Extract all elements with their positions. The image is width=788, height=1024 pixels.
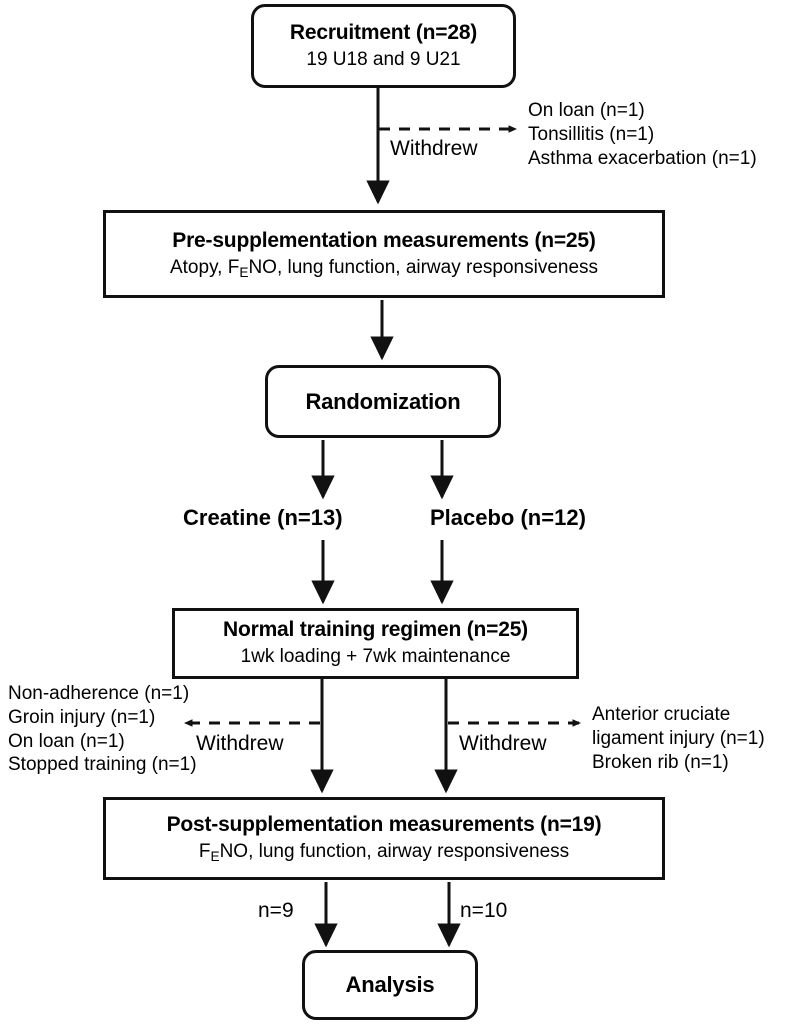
withdrawal-reason-item: On loan (n=1) <box>8 730 125 752</box>
withdrawal-reason-item: Stopped training (n=1) <box>8 754 197 776</box>
recruitment-title: Recruitment (n=28) <box>289 20 478 44</box>
node-pre-supplementation[interactable]: Pre-supplementation measurements (n=25) … <box>103 210 665 298</box>
withdrew-label-right: Withdrew <box>459 732 547 755</box>
analysis-count-placebo: n=10 <box>460 899 508 922</box>
post-subtitle-part1: F <box>198 841 211 863</box>
withdrawal-reason-item: ligament injury (n=1) <box>592 727 765 749</box>
training-subtitle: 1wk loading + 7wk maintenance <box>240 646 511 668</box>
withdrawal-reason-item: Asthma exacerbation (n=1) <box>528 147 757 169</box>
post-subtitle-part2: NO, lung function, airway responsiveness <box>219 841 570 863</box>
withdrawal-reason-item: Broken rib (n=1) <box>592 751 729 773</box>
withdrawal-reason-item: Non-adherence (n=1) <box>8 683 190 704</box>
analysis-count-creatine: n=9 <box>258 899 294 922</box>
post-supplementation-title: Post-supplementation measurements (n=19) <box>166 813 602 837</box>
withdrawal-reasons-left: Non-adherence (n=1) Groin injury (n=1) O… <box>8 682 197 777</box>
branch-label-placebo: Placebo (n=12) <box>430 505 586 530</box>
withdrew-label-top: Withdrew <box>390 137 478 160</box>
analysis-title: Analysis <box>345 972 435 998</box>
withdrawal-reason-item: Anterior cruciate <box>592 704 731 725</box>
node-randomization[interactable]: Randomization <box>265 365 501 438</box>
branch-label-creatine: Creatine (n=13) <box>183 505 343 530</box>
withdrawal-reason-item: Tonsillitis (n=1) <box>528 123 655 145</box>
withdrawal-reasons-top: On loan (n=1) Tonsillitis (n=1) Asthma e… <box>528 99 757 170</box>
pre-supplementation-title: Pre-supplementation measurements (n=25) <box>172 228 596 252</box>
withdrawal-reason-item: On loan (n=1) <box>528 100 645 121</box>
training-title: Normal training regimen (n=25) <box>223 618 528 642</box>
node-training[interactable]: Normal training regimen (n=25) 1wk loadi… <box>172 608 579 679</box>
pre-subtitle-part2: NO, lung function, airway responsiveness <box>248 256 599 278</box>
pre-subtitle-part1: Atopy, F <box>169 256 240 278</box>
pre-subtitle-subscript: E <box>239 264 249 280</box>
post-subtitle-subscript: E <box>210 849 220 864</box>
withdrawal-reasons-right: Anterior cruciate ligament injury (n=1) … <box>592 703 765 774</box>
node-recruitment[interactable]: Recruitment (n=28) 19 U18 and 9 U21 <box>251 4 516 88</box>
pre-supplementation-subtitle: Atopy, FENO, lung function, airway respo… <box>169 256 599 280</box>
randomization-title: Randomization <box>305 388 461 414</box>
node-post-supplementation[interactable]: Post-supplementation measurements (n=19)… <box>103 797 665 880</box>
recruitment-subtitle: 19 U18 and 9 U21 <box>306 48 461 70</box>
withdrew-label-left: Withdrew <box>196 732 284 755</box>
post-supplementation-subtitle: FENO, lung function, airway responsivene… <box>198 841 570 864</box>
withdrawal-reason-item: Groin injury (n=1) <box>8 706 156 728</box>
node-analysis[interactable]: Analysis <box>302 950 478 1020</box>
